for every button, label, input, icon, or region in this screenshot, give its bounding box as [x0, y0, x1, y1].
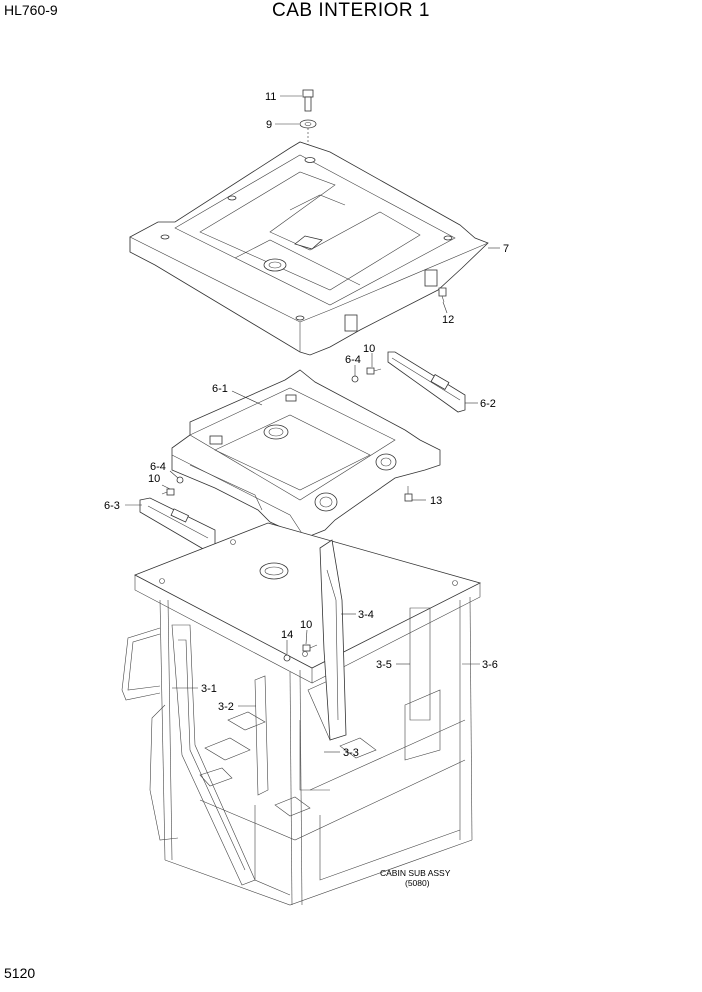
pillar-trim-3-4 [319, 539, 347, 741]
callout-6-2: 6-2 [480, 398, 496, 410]
callout-3-5: 3-5 [376, 659, 392, 671]
washer-9 [299, 119, 317, 129]
page-number: 5120 [4, 965, 36, 981]
callout-6-1: 6-1 [212, 383, 228, 395]
callout-6-3: 6-3 [104, 500, 120, 512]
trim-6-3 [139, 497, 216, 551]
callout-10-pillar: 10 [300, 619, 312, 631]
clip-6-4-left [176, 476, 184, 484]
callout-3-1: 3-1 [201, 683, 217, 695]
callout-10-top: 10 [363, 343, 375, 355]
callout-9: 9 [266, 119, 272, 131]
cab-frame [121, 522, 482, 906]
cabin-sub-assy-note: CABIN SUB ASSY [380, 868, 451, 878]
bolt-11 [302, 89, 314, 112]
model-code: HL760-9 [4, 2, 58, 18]
roof-panel-7 [129, 141, 489, 356]
callout-3-3: 3-3 [343, 747, 359, 759]
callout-13: 13 [430, 495, 442, 507]
screw-13 [404, 486, 413, 502]
callout-6-4-left: 6-4 [150, 461, 166, 473]
callout-6-4-top: 6-4 [345, 354, 361, 366]
screw-10-pillar [302, 644, 318, 652]
callout-10-left: 10 [148, 473, 160, 485]
clip-6-4-top [351, 375, 359, 383]
callout-3-2: 3-2 [218, 701, 234, 713]
callout-7: 7 [503, 243, 509, 255]
trim-6-2 [387, 351, 466, 413]
callout-14: 14 [281, 629, 293, 641]
headliner-6-1 [171, 369, 441, 539]
page-title: CAB INTERIOR 1 [272, 0, 430, 21]
clip-14 [283, 654, 291, 662]
cabin-sub-assy-ref: (5080) [405, 878, 430, 888]
callout-3-6: 3-6 [482, 659, 498, 671]
callout-12: 12 [442, 314, 454, 326]
screw-12 [438, 287, 447, 303]
callout-3-4: 3-4 [358, 609, 374, 621]
screw-10-left [161, 488, 175, 496]
callout-11: 11 [265, 91, 276, 103]
screw-10-top [366, 367, 382, 375]
